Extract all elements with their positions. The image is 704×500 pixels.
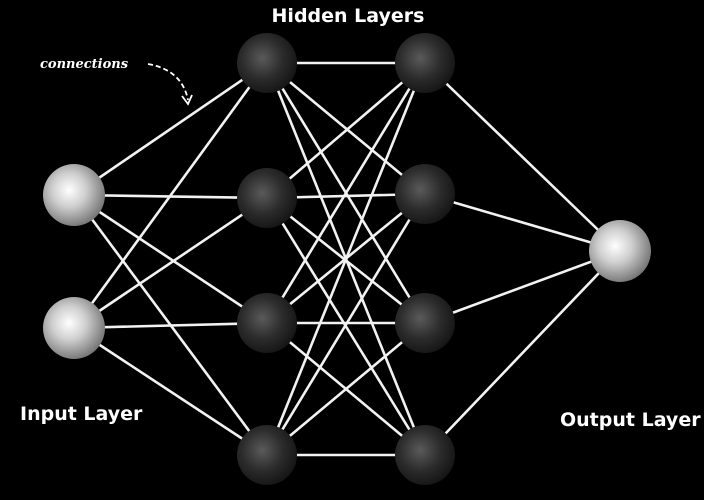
connection-hidden-1-4-to-hidden-2-3	[265, 321, 427, 457]
connection-input-1-to-hidden-1-3	[72, 193, 269, 325]
hidden-2-node-1	[395, 33, 455, 93]
network-nodes	[43, 33, 651, 485]
input-node-1	[43, 164, 105, 226]
connections-arrow	[147, 63, 189, 101]
hidden-1-node-2	[237, 168, 297, 228]
connections-arrowhead	[181, 94, 193, 106]
connection-hidden-1-1-to-hidden-2-2	[265, 61, 427, 196]
input-layer-label: Input Layer	[20, 403, 143, 425]
connection-input-1-to-hidden-1-1	[72, 61, 269, 197]
connection-input-2-to-hidden-1-3	[72, 321, 269, 330]
hidden-1-node-1	[237, 33, 297, 93]
hidden-1-node-3	[237, 293, 297, 353]
connection-input-2-to-hidden-1-4	[72, 326, 269, 457]
connections-label: connections	[40, 57, 129, 72]
hidden-2-node-3	[395, 293, 455, 353]
connection-lines	[72, 61, 622, 457]
hidden-layers-label: Hidden Layers	[272, 5, 425, 27]
connection-hidden-2-2-to-output-1	[423, 192, 622, 253]
connection-input-2-to-hidden-1-1	[72, 61, 269, 330]
connection-hidden-1-2-to-hidden-2-1	[265, 61, 427, 200]
connection-hidden-2-4-to-output-1	[423, 249, 622, 457]
connection-hidden-2-3-to-output-1	[423, 249, 622, 325]
hidden-1-node-4	[237, 425, 297, 485]
connection-hidden-1-3-to-hidden-2-1	[265, 61, 427, 325]
output-node-1	[589, 220, 651, 282]
output-layer-label: Output Layer	[560, 409, 701, 431]
connection-hidden-2-1-to-output-1	[423, 61, 622, 253]
input-node-2	[43, 297, 105, 359]
connection-hidden-1-4-to-hidden-2-1	[265, 61, 427, 457]
connection-input-2-to-hidden-1-2	[72, 196, 269, 330]
hidden-2-node-2	[395, 164, 455, 224]
hidden-2-node-4	[395, 425, 455, 485]
connection-hidden-1-4-to-hidden-2-2	[265, 192, 427, 457]
